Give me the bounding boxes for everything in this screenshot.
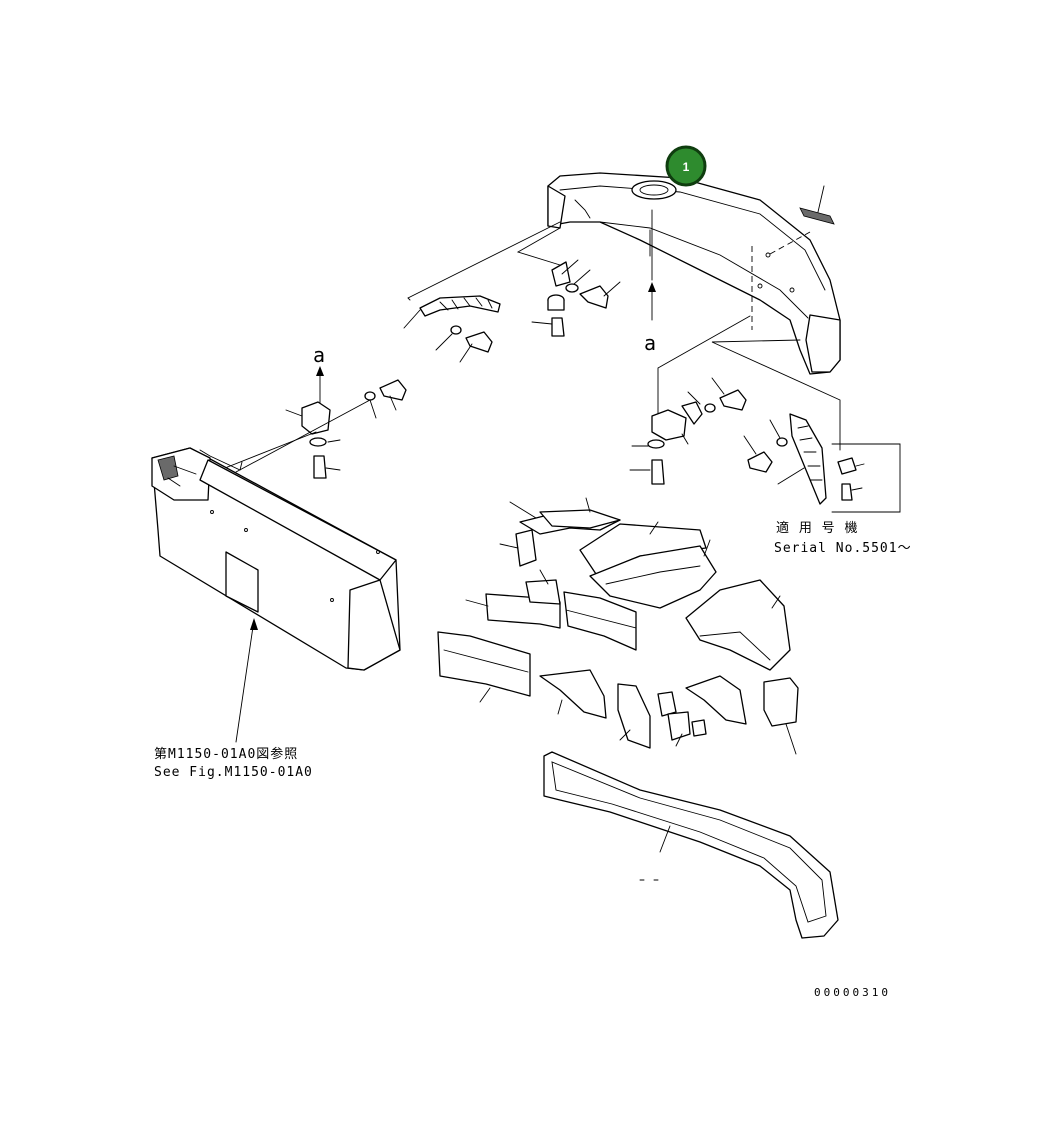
bracket-right [629,377,747,485]
callout-1[interactable]: 1 [665,145,707,187]
ref-label-en: See Fig.M1150-01A0 [154,765,313,780]
serial-label-jp: 適 用 号 機 [776,520,858,536]
ref-label-jp: 第M1150-01A0図参照 [154,746,298,762]
seal-strip-right [743,413,827,505]
bracket-left [219,379,407,479]
tag-plate [799,185,835,225]
leader-lines [407,221,841,451]
seal-strip-left [403,295,501,329]
fasteners-center [435,259,621,363]
rubber-seal [543,751,839,939]
view-a-label-left: a [313,343,325,367]
engine-hood-panel [151,447,401,743]
serial-label-en: Serial No.5501〜 [774,541,912,556]
view-a-label-top: a [644,331,656,355]
drawing-number: 00000310 [814,986,891,999]
view-a-arrow-top: a [644,209,656,355]
top-cover [547,172,841,375]
serial-box [831,443,901,513]
callout-number: 1 [683,160,690,174]
insulation-pads [437,497,799,755]
